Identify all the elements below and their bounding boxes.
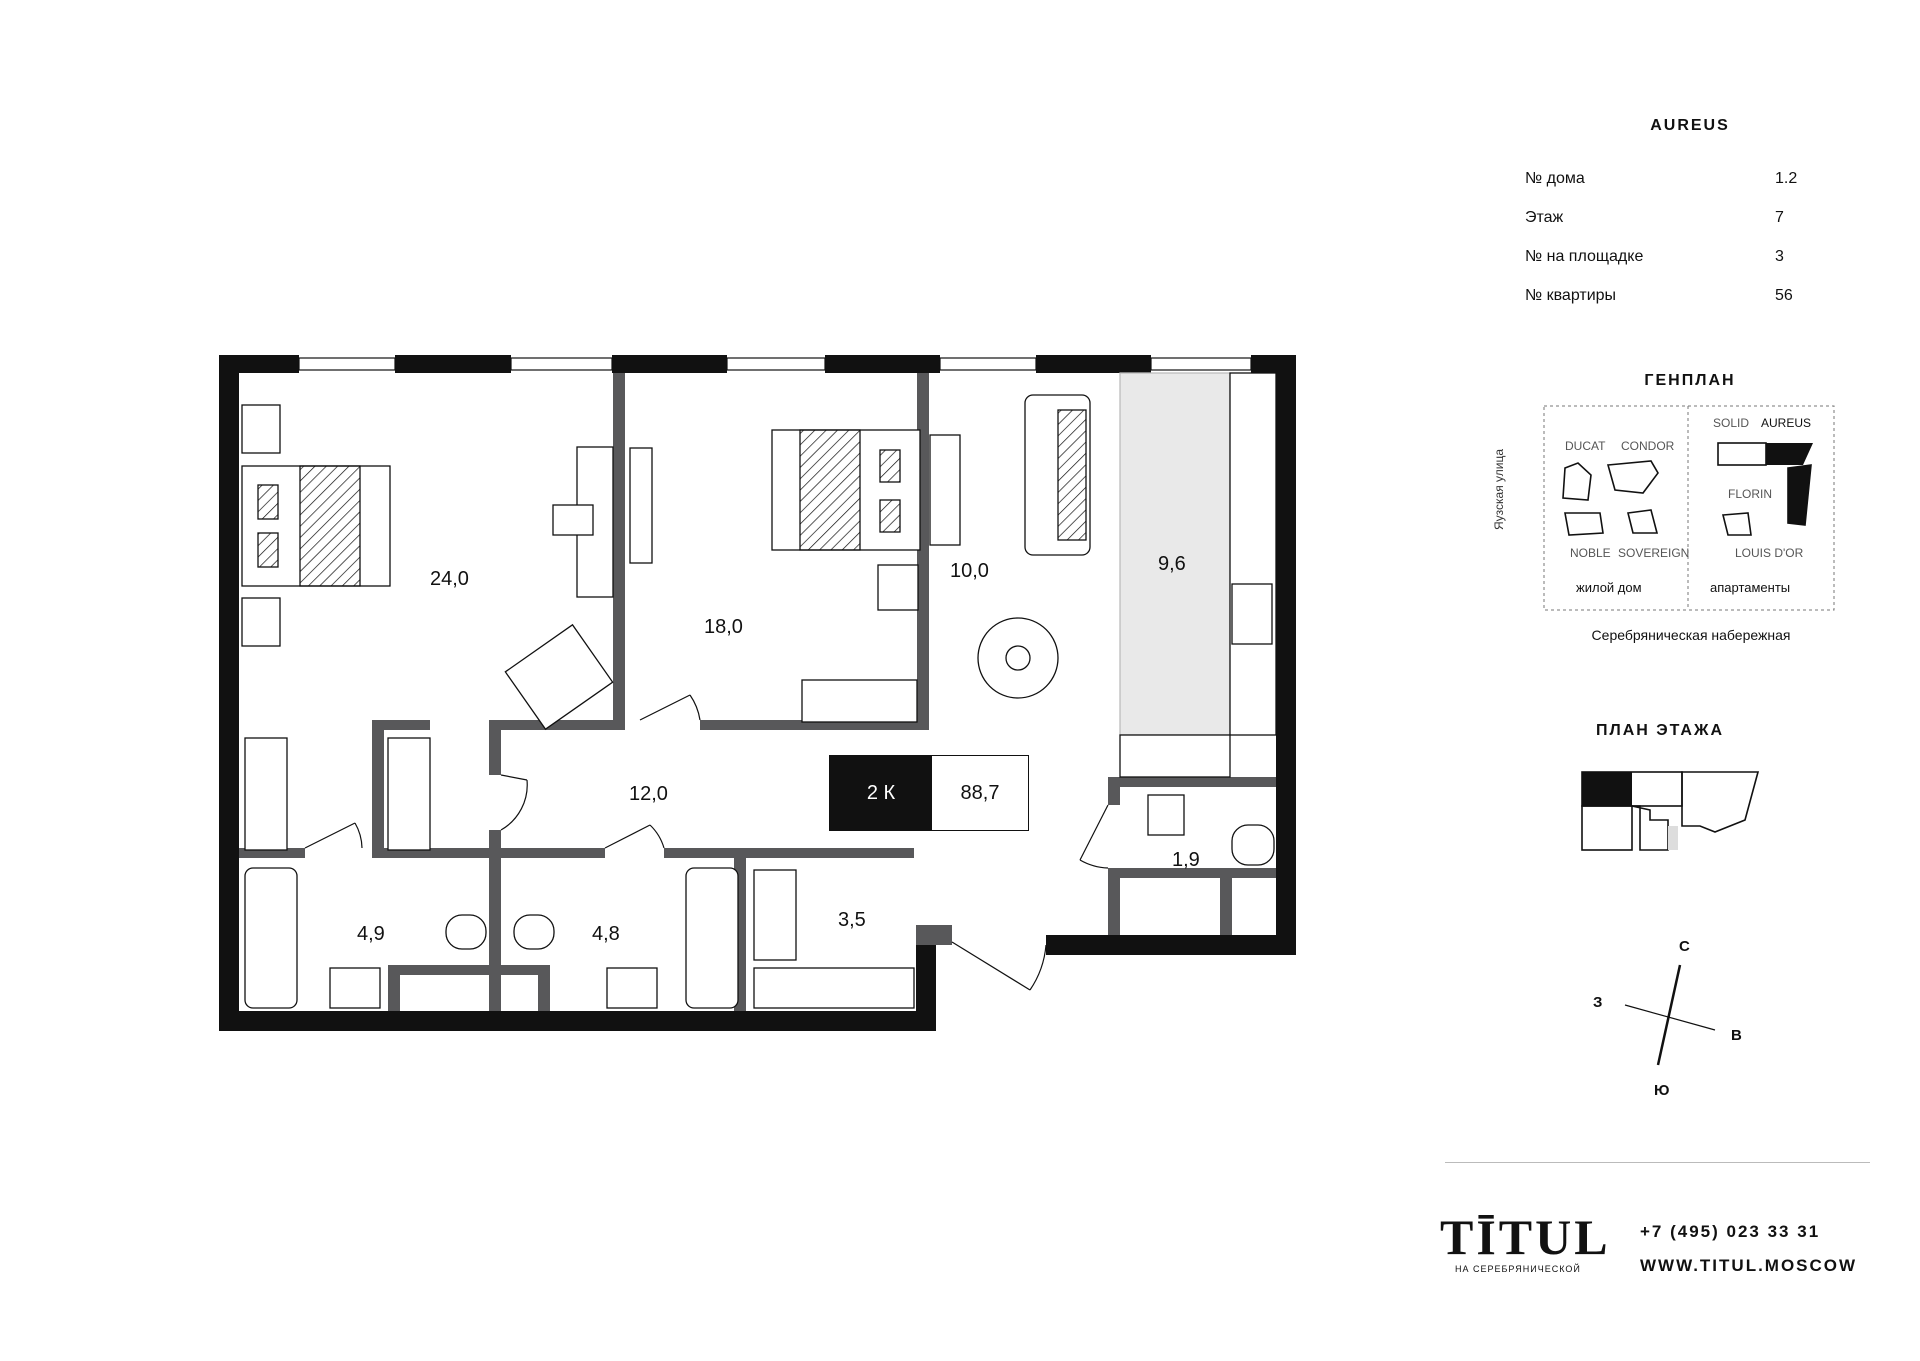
info-value: 56 (1775, 287, 1793, 304)
floor-plan-title: ПЛАН ЭТАЖА (1596, 722, 1724, 739)
room-area-utility: 1,9 (1172, 849, 1200, 871)
room-area-bedroom-1: 24,0 (430, 568, 469, 590)
info-label: № дома (1525, 170, 1585, 187)
building-label: FLORIN (1728, 487, 1772, 501)
street-left-label: Яузская улица (1492, 448, 1506, 530)
compass-west: З (1593, 994, 1603, 1011)
info-value: 3 (1775, 248, 1784, 265)
compass-east: В (1731, 1027, 1742, 1044)
floor-plan-mini (1581, 771, 1760, 851)
street-bottom-label: Серебряническая набережная (1591, 627, 1791, 643)
interior-walls (239, 373, 1276, 1011)
apartments-label: апартаменты (1710, 580, 1790, 595)
armchair-icon (504, 623, 614, 731)
windows (298, 357, 1252, 371)
outer-walls (219, 355, 1296, 1031)
info-value: 7 (1775, 209, 1784, 226)
unit-summary: 2 К 88,7 (829, 755, 1029, 831)
compass (1624, 964, 1716, 1066)
room-area-living: 10,0 (950, 560, 989, 582)
building-label: SOVEREIGN (1618, 546, 1689, 560)
unit-type: 2 К (830, 756, 932, 830)
phone-link[interactable]: +7 (495) 023 33 31 (1640, 1222, 1821, 1241)
doors (304, 694, 1109, 991)
residential-label: жилой дом (1576, 580, 1642, 595)
room-area-kitchen: 9,6 (1158, 553, 1186, 575)
room-area-bath-1: 4,9 (357, 923, 385, 945)
info-label: № на площадке (1525, 248, 1644, 265)
genplan-title: ГЕНПЛАН (1644, 372, 1736, 389)
compass-north: С (1679, 938, 1690, 955)
building-label: DUCAT (1565, 439, 1606, 453)
brand-subtitle: НА СЕРЕБРЯНИЧЕСКОЙ (1455, 1264, 1581, 1274)
compass-south: Ю (1654, 1082, 1670, 1099)
room-area-wardrobe: 3,5 (838, 909, 866, 931)
building-label: LOUIS D'OR (1735, 546, 1804, 560)
floor-plan: 24,0 18,0 10,0 9,6 12,0 4,9 4,8 3,5 1,9 (219, 355, 1296, 1031)
room-area-hall: 12,0 (629, 783, 668, 805)
furniture (241, 372, 1277, 1009)
room-area-bedroom-2: 18,0 (704, 616, 743, 638)
info-label: № квартиры (1525, 287, 1617, 304)
footer-divider (1445, 1162, 1870, 1163)
building-label: CONDOR (1621, 439, 1675, 453)
genplan-map: DUCAT CONDOR NOBLE SOVEREIGN SOLID AUREU… (1543, 405, 1835, 611)
brand-logo: TĪTUL (1440, 1209, 1611, 1265)
unit-total-area: 88,7 (960, 781, 1000, 804)
building-label: AUREUS (1761, 416, 1811, 430)
building-label: SOLID (1713, 416, 1749, 430)
building-label: NOBLE (1570, 546, 1611, 560)
building-name: AUREUS (1650, 117, 1730, 134)
info-value: 1.2 (1775, 170, 1798, 187)
website-link[interactable]: WWW.TITUL.MOSCOW (1640, 1256, 1858, 1275)
info-label: Этаж (1525, 209, 1564, 226)
room-area-bath-2: 4,8 (592, 923, 620, 945)
